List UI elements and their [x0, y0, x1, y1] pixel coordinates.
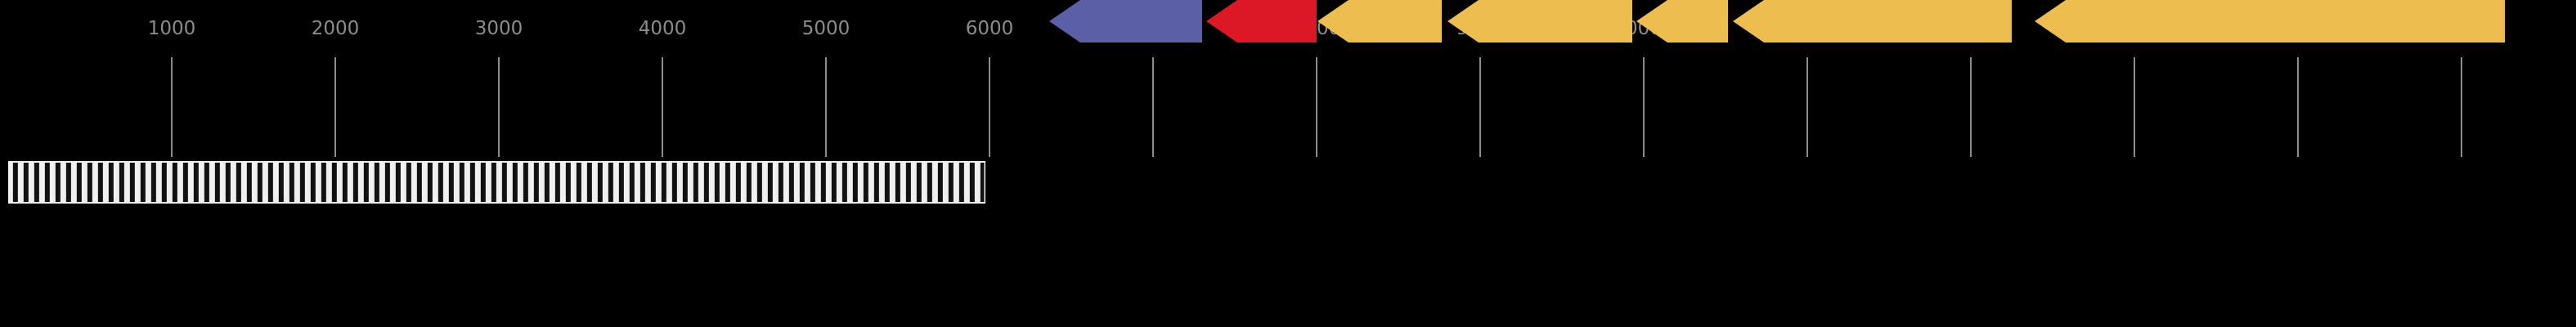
axis-tick-1000 — [171, 57, 173, 157]
feature-arrow-3[interactable] — [1317, 0, 1442, 43]
axis-tick-10000 — [1643, 57, 1645, 157]
axis-tick-5000 — [825, 57, 827, 157]
axis-tick-8000 — [1316, 57, 1317, 157]
axis-tick-9000 — [1479, 57, 1481, 157]
axis-tick-label: 3000 — [474, 18, 523, 39]
axis-tick-2000 — [334, 57, 336, 157]
feature-arrow-4[interactable] — [1447, 0, 1632, 43]
feature-arrow-1[interactable] — [1049, 0, 1202, 43]
axis-tick-13000 — [2134, 57, 2135, 157]
axis-tick-6000 — [989, 57, 990, 157]
feature-arrow-5[interactable] — [1636, 0, 1728, 43]
axis-tick-15000 — [2461, 57, 2462, 157]
axis-tick-4000 — [662, 57, 663, 157]
feature-arrow-7[interactable] — [2035, 0, 2505, 43]
hatched-region[interactable] — [8, 161, 985, 204]
axis-tick-label: 1000 — [147, 18, 196, 39]
axis-tick-label: 4000 — [638, 18, 687, 39]
axis-tick-label: 6000 — [965, 18, 1014, 39]
feature-arrow-2[interactable] — [1206, 0, 1317, 43]
axis-tick-12000 — [1970, 57, 1972, 157]
axis-tick-label: 5000 — [801, 18, 850, 39]
axis-tick-11000 — [1806, 57, 1808, 157]
axis-tick-7000 — [1152, 57, 1154, 157]
axis-tick-3000 — [498, 57, 500, 157]
feature-arrow-6[interactable] — [1733, 0, 2012, 43]
axis-tick-label: 2000 — [311, 18, 360, 39]
axis-tick-14000 — [2297, 57, 2299, 157]
